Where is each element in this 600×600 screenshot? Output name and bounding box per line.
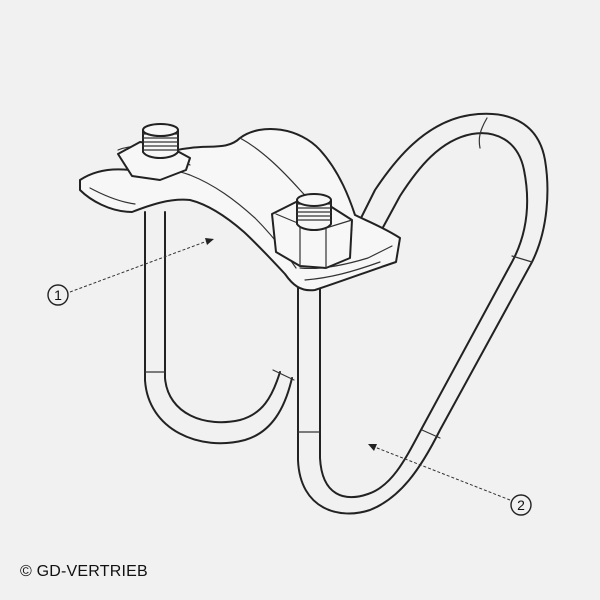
back-nut: [117, 123, 191, 181]
callout-2-leader: [371, 445, 511, 501]
copyright-notice: © GD-VERTRIEB: [20, 563, 148, 580]
callout-2-arrowhead: [368, 444, 377, 451]
loop-rod: [297, 112, 549, 515]
callout-1: 1: [47, 284, 69, 306]
callout-2-label: 2: [517, 497, 525, 513]
front-nut: [271, 193, 353, 269]
callout-2: 2: [510, 494, 532, 516]
callout-1-leader: [69, 239, 211, 293]
callout-1-arrowhead: [205, 238, 214, 245]
callout-1-label: 1: [54, 287, 62, 303]
back-u-bolt: [144, 211, 295, 445]
